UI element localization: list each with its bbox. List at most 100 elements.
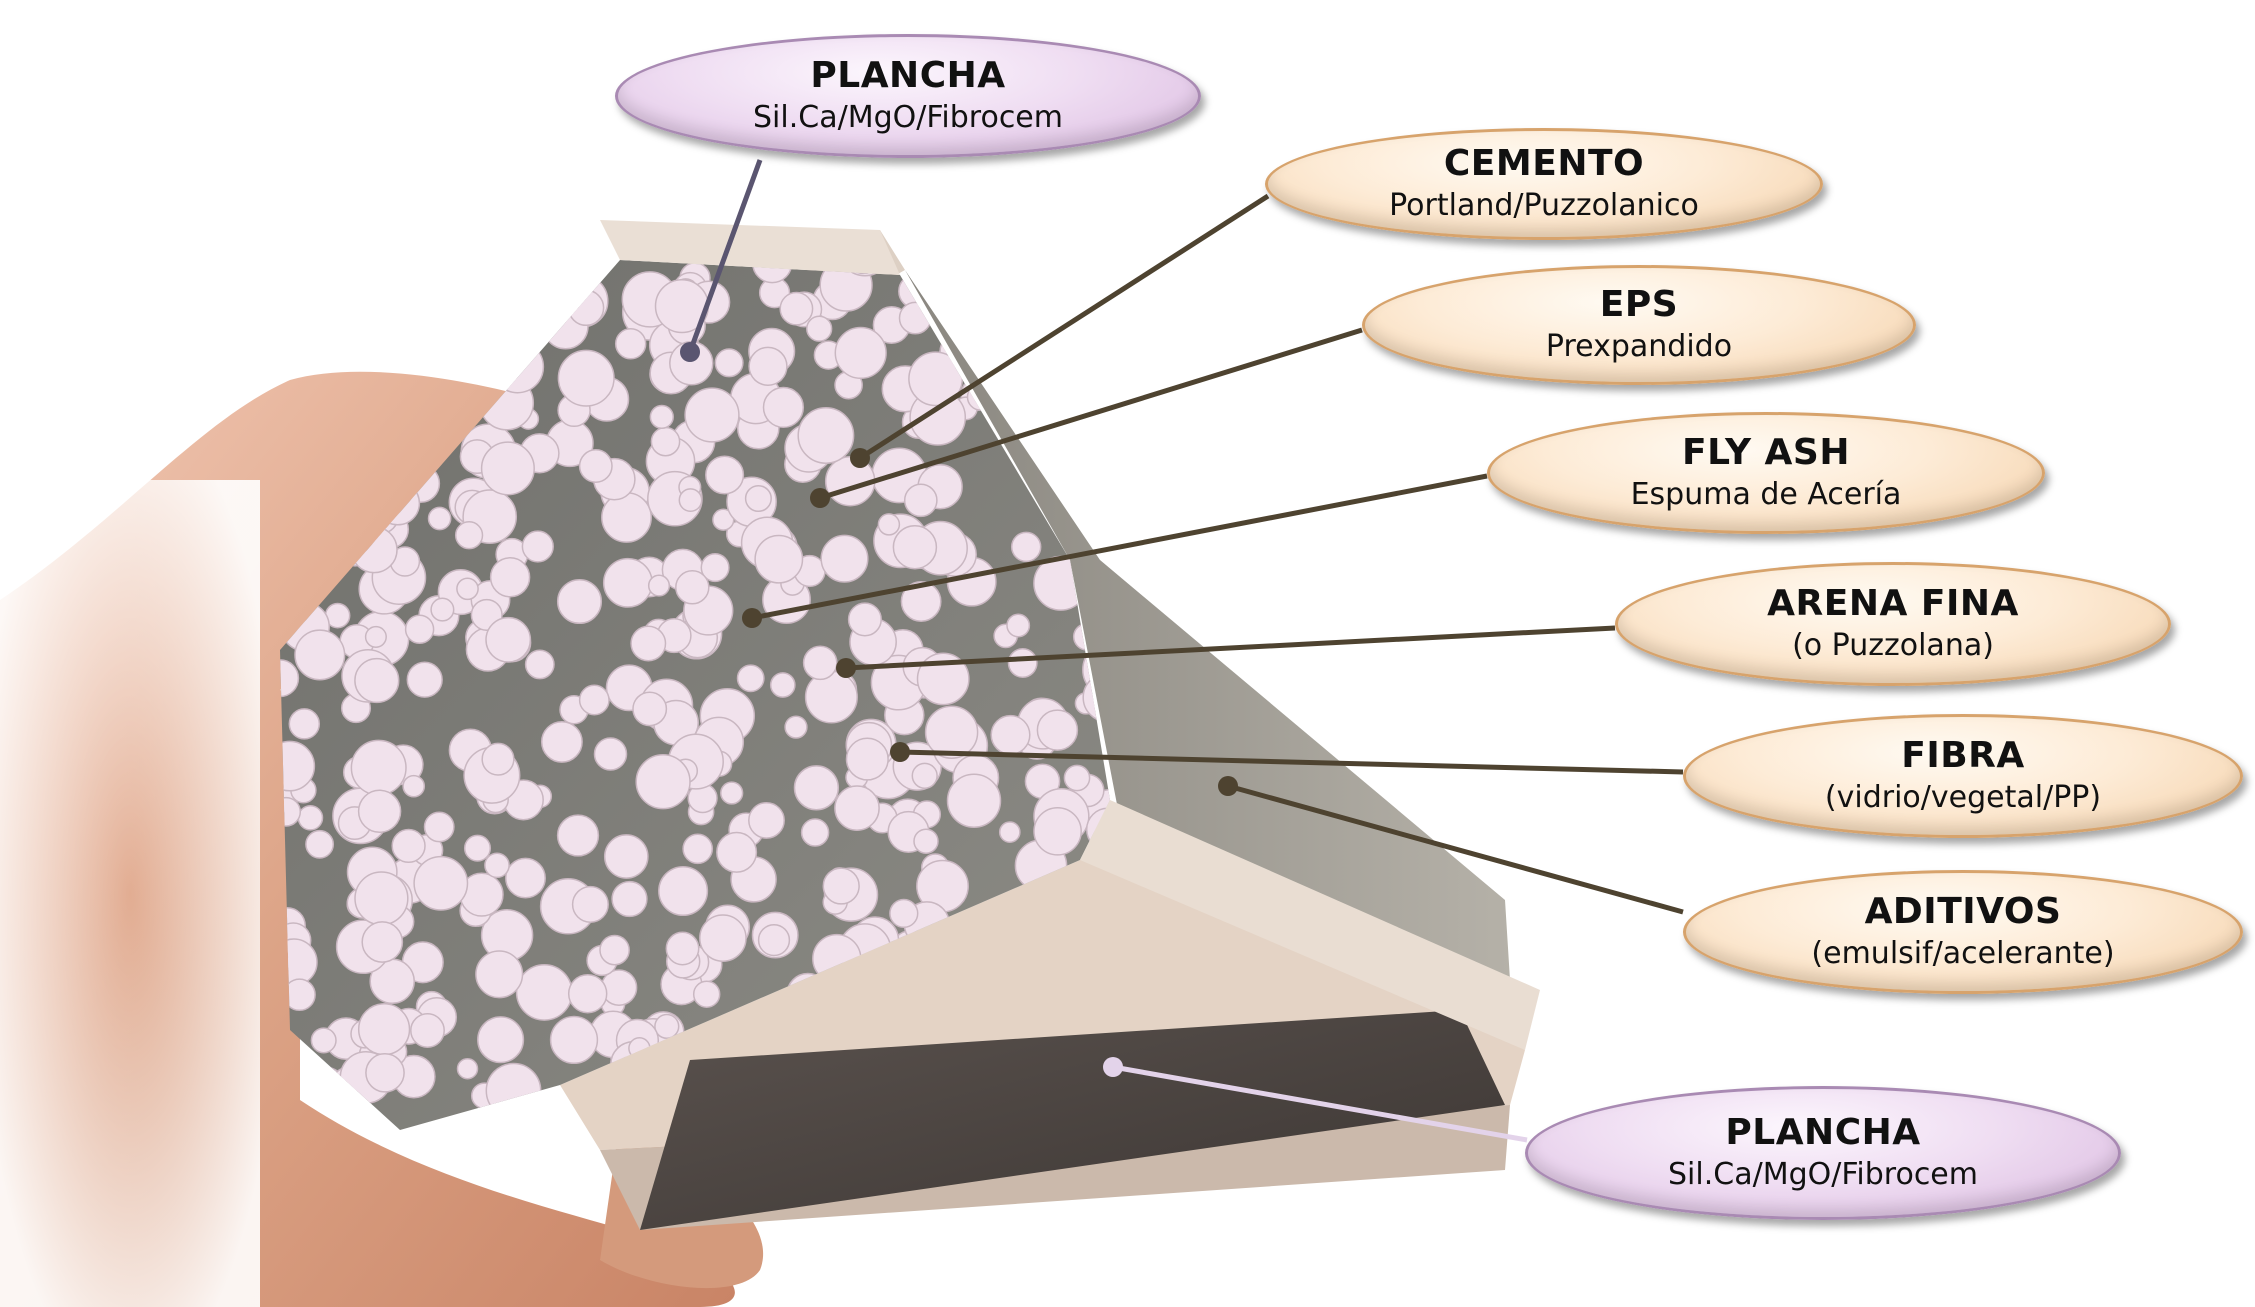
eps-bead [744,484,772,513]
fly-ash-subtitle: Espuma de Acería [1630,477,1902,512]
eps-bead [505,857,546,899]
label-plancha-bottom: PLANCHA Sil.Ca/MgO/Fibrocem [1525,1086,2121,1220]
eps-bead [647,574,671,597]
eps-bead [1063,764,1091,792]
panel-block [280,208,1540,1230]
eps-bead [769,672,796,698]
eps-bead [678,488,703,513]
eps-bead [682,833,714,865]
leader-plancha-bottom-dot [1103,1057,1123,1077]
eps-bead [800,818,830,847]
eps-bead [793,765,840,811]
eps-bead [361,921,404,963]
leader-fibra [899,749,1684,775]
eps-bead [354,657,400,704]
eps-bead [658,865,709,917]
eps-bead [1033,370,1077,414]
eps-bead [364,625,387,648]
eps-bead [720,781,744,805]
eps-bead [632,691,668,727]
leader-arena-fina [845,625,1616,671]
aditivos-title: ADITIVOS [1864,891,2062,932]
eps-bead [491,340,545,394]
eps-bead [454,521,484,550]
eps-bead [482,299,519,337]
eps-bead [938,260,986,307]
eps-bead [892,524,938,570]
eps-bead [456,577,479,601]
arena-fina-title: ARENA FINA [1767,583,2019,624]
eps-bead [540,720,583,763]
eps-bead [714,348,744,378]
eps-subtitle: Prexpandido [1545,329,1733,364]
label-fibra: FIBRA (vidrio/vegetal/PP) [1683,714,2243,838]
eps-bead [556,814,600,857]
eps-bead [834,326,887,380]
eps-bead [357,789,402,834]
leader-cemento [858,193,1270,461]
plancha-bottom-title: PLANCHA [1725,1112,1921,1153]
eps-bead [601,491,652,543]
plancha-bottom-subtitle: Sil.Ca/MgO/Fibrocem [1668,1157,1978,1192]
eps-title: EPS [1599,284,1679,325]
eps-bead [322,214,363,255]
eps-bead [294,629,346,681]
eps-bead [845,737,889,781]
label-eps: EPS Prexpandido [1362,265,1916,385]
eps-bead [350,739,407,796]
eps-bead [889,898,919,929]
label-plancha-top: PLANCHA Sil.Ca/MgO/Fibrocem [615,34,1201,158]
leader-lines [680,159,1684,1143]
eps-bead [1062,419,1110,474]
leader-eps [819,327,1363,501]
eps-bead [1033,392,1066,425]
cemento-title: CEMENTO [1443,143,1645,184]
eps-bead [557,349,615,407]
eps-bead [500,212,536,248]
eps-bead [485,616,532,663]
eps-bead [913,828,939,854]
eps-bead [475,950,524,999]
eps-bead [762,386,805,429]
eps-bead [515,963,573,1021]
cemento-subtitle: Portland/Puzzolanico [1389,188,1699,223]
eps-bead [684,387,740,443]
label-arena-fina: ARENA FINA (o Puzzolana) [1615,562,2171,686]
eps-bead [877,513,901,536]
eps-bead [834,785,880,831]
eps-bead [280,796,302,827]
eps-bead [310,1027,337,1054]
eps-bead [402,774,426,798]
eps-bead [911,762,938,789]
eps-bead [1100,414,1110,451]
eps-bead [449,323,481,355]
label-aditivos: ADITIVOS (emulsif/acelerante) [1683,870,2243,994]
leader-fly-ash [751,473,1488,621]
eps-bead [456,1057,479,1080]
eps-bead [395,208,445,258]
eps-bead [521,530,554,563]
eps-bead [1048,419,1099,471]
eps-bead [427,506,452,531]
eps-bead [413,855,469,911]
eps-bead [1036,709,1079,751]
eps-bead [946,773,1002,828]
eps-bead [545,260,570,268]
eps-bead [700,553,730,583]
eps-bead [567,973,608,1014]
eps-bead [797,407,855,464]
eps-bead [614,328,647,360]
eps-bead [990,714,1031,755]
hand-shape [0,371,764,1307]
eps-bead [481,309,506,333]
eps-bead [365,1052,405,1093]
arena-fina-subtitle: (o Puzzolana) [1792,628,1994,663]
eps-bead [822,867,860,905]
leader-plancha-top-dot [680,342,700,362]
eps-bead [748,801,785,839]
eps-bead [602,557,653,608]
leader-fibra-dot [890,742,910,762]
eps-bead [802,645,838,681]
